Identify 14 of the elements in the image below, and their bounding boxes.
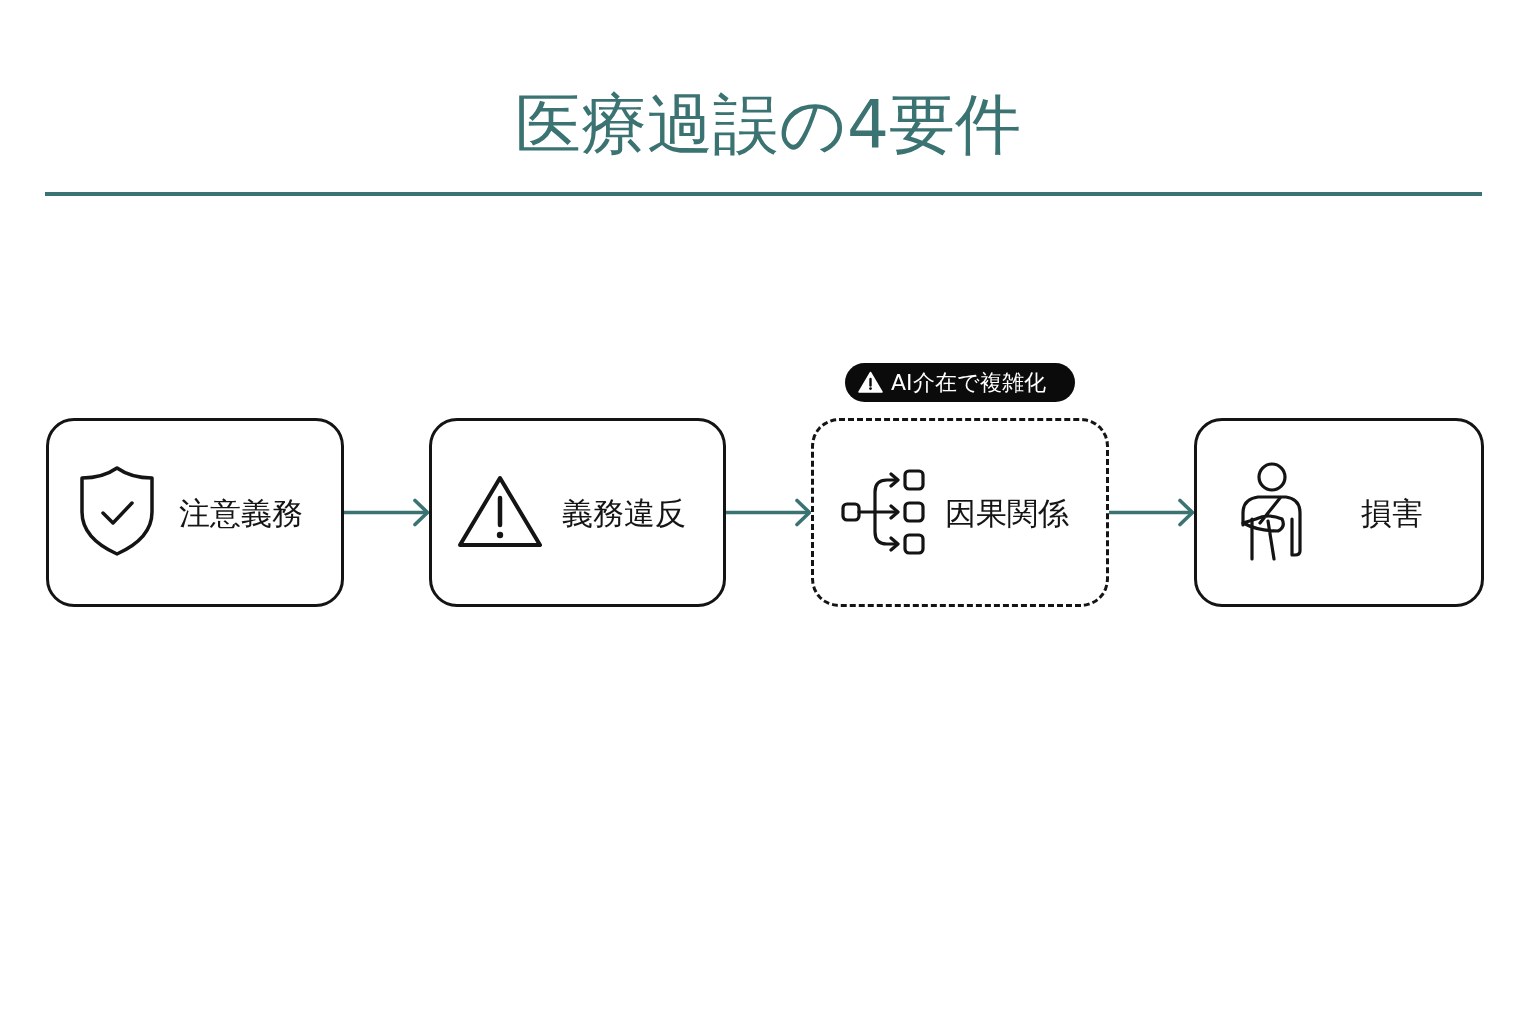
dashed-box bbox=[811, 418, 1109, 607]
box-label: 注意義務 bbox=[178, 493, 303, 532]
arrow bbox=[344, 498, 430, 527]
note-text: AI介在で複雑化 bbox=[891, 368, 1046, 397]
process-box bbox=[46, 418, 344, 607]
process-box bbox=[1194, 418, 1484, 607]
box-label: 損害 bbox=[1360, 493, 1423, 532]
box-label: 因果関係 bbox=[944, 493, 1069, 532]
title: 医療過誤の4要件 bbox=[515, 85, 1021, 165]
warning-badge bbox=[845, 363, 1075, 402]
process-box bbox=[429, 418, 726, 607]
box-label: 義務違反 bbox=[561, 493, 686, 532]
arrow bbox=[726, 498, 812, 527]
arrow bbox=[1109, 498, 1195, 527]
